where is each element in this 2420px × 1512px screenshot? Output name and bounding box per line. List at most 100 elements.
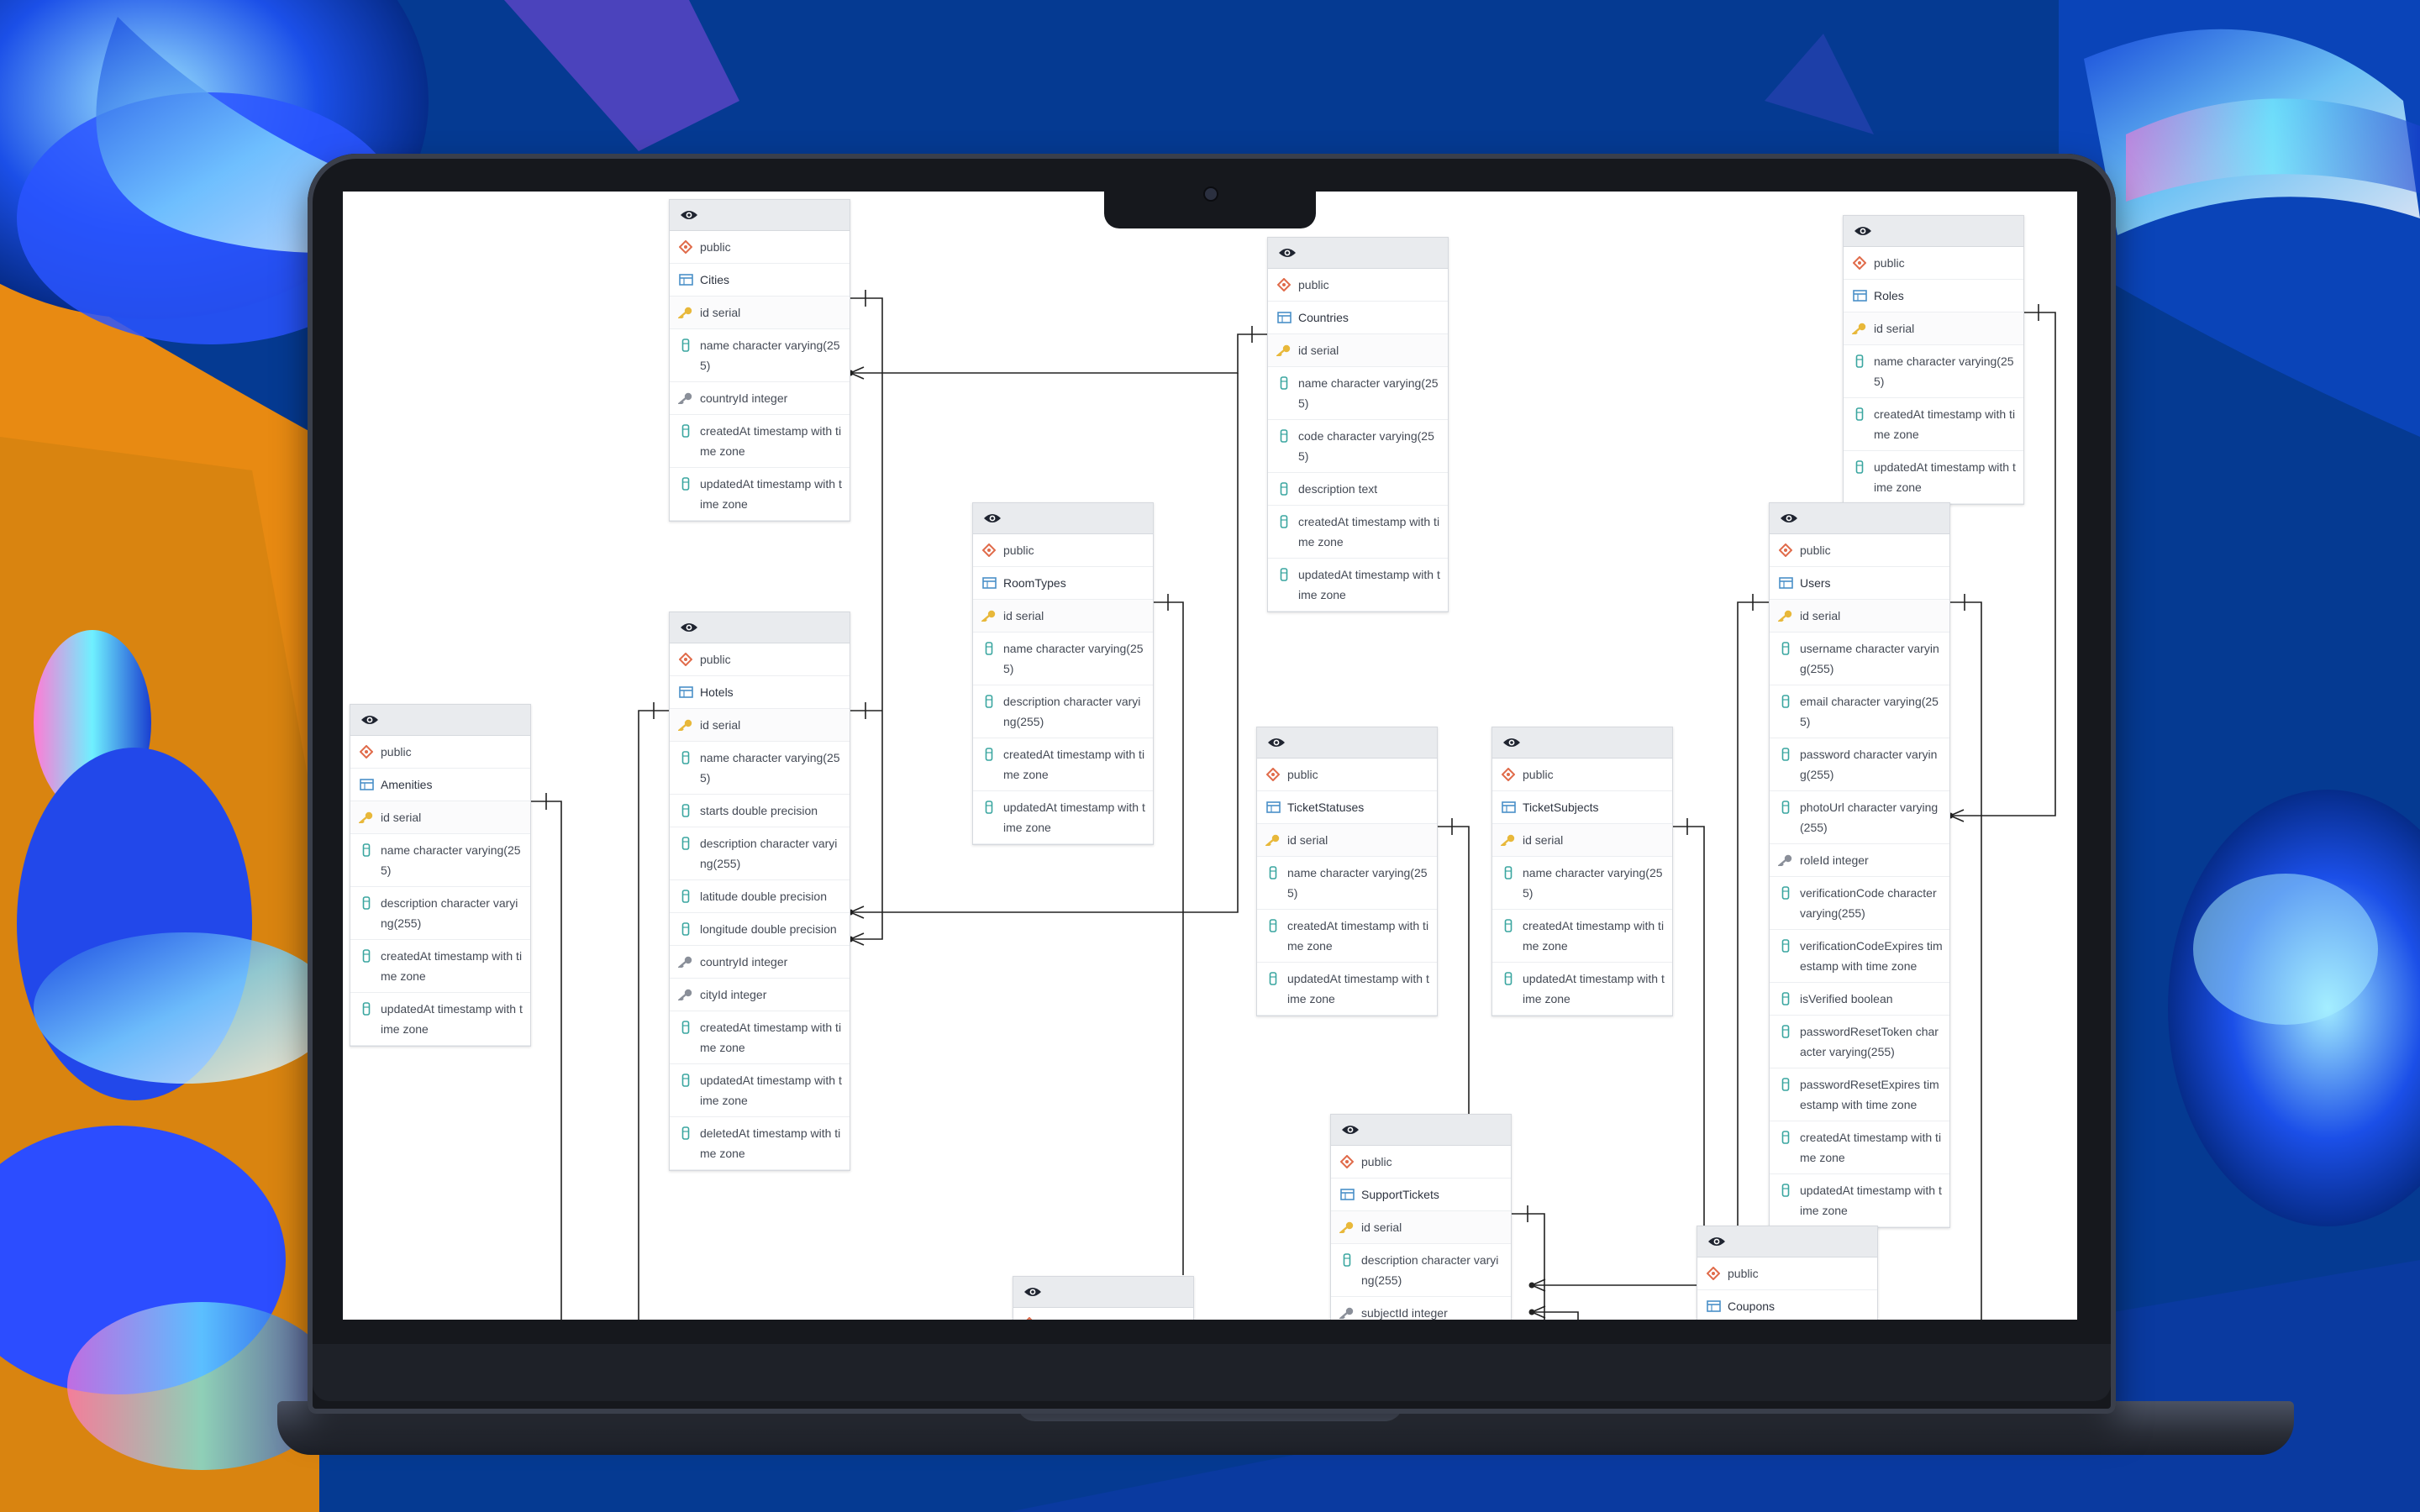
- schema-row[interactable]: public: [1770, 534, 1949, 567]
- column-row[interactable]: updatedAt timestamp with time zone: [1257, 963, 1437, 1016]
- column-row[interactable]: updatedAt timestamp with time zone: [1492, 963, 1672, 1016]
- eye-icon[interactable]: [1780, 512, 1798, 524]
- column-row[interactable]: name character varying(255): [973, 633, 1153, 685]
- column-row[interactable]: name character varying(255): [670, 742, 850, 795]
- column-row[interactable]: id serial: [1331, 1211, 1511, 1244]
- column-row[interactable]: countryId integer: [670, 382, 850, 415]
- eye-icon[interactable]: [1023, 1286, 1042, 1298]
- schema-row[interactable]: public: [1697, 1257, 1877, 1290]
- table-name-row[interactable]: TicketSubjects: [1492, 791, 1672, 824]
- column-row[interactable]: updatedAt timestamp with time zone: [1268, 559, 1448, 612]
- column-row[interactable]: username character varying(255): [1770, 633, 1949, 685]
- column-row[interactable]: name character varying(255): [670, 329, 850, 382]
- column-row[interactable]: createdAt timestamp with time zone: [670, 415, 850, 468]
- schema-row[interactable]: public: [350, 736, 530, 769]
- table-name-row[interactable]: RoomTypes: [973, 567, 1153, 600]
- column-row[interactable]: id serial: [1492, 824, 1672, 857]
- column-row[interactable]: id serial: [1844, 312, 2023, 345]
- column-row[interactable]: countryId integer: [670, 946, 850, 979]
- column-row[interactable]: name character varying(255): [350, 834, 530, 887]
- table-header[interactable]: [1268, 238, 1448, 269]
- table-name-row[interactable]: SupportTickets: [1331, 1179, 1511, 1211]
- column-row[interactable]: id serial: [1268, 334, 1448, 367]
- column-row[interactable]: createdAt timestamp with time zone: [1268, 506, 1448, 559]
- column-row[interactable]: passwordResetToken character varying(255…: [1770, 1016, 1949, 1068]
- schema-row[interactable]: public: [1268, 269, 1448, 302]
- column-row[interactable]: id serial: [1770, 600, 1949, 633]
- column-row[interactable]: name character varying(255): [1492, 857, 1672, 910]
- schema-row[interactable]: public: [670, 231, 850, 264]
- column-row[interactable]: createdAt timestamp with time zone: [670, 1011, 850, 1064]
- column-row[interactable]: id serial: [670, 709, 850, 742]
- column-row[interactable]: latitude double precision: [670, 880, 850, 913]
- table-header[interactable]: [1844, 216, 2023, 247]
- column-row[interactable]: verificationCodeExpires timestamp with t…: [1770, 930, 1949, 983]
- schema-row[interactable]: public: [1013, 1308, 1193, 1320]
- table-header[interactable]: [350, 705, 530, 736]
- eye-icon[interactable]: [680, 209, 698, 221]
- column-row[interactable]: createdAt timestamp with time zone: [1770, 1121, 1949, 1174]
- table-header[interactable]: [1331, 1115, 1511, 1146]
- column-row[interactable]: createdAt timestamp with time zone: [973, 738, 1153, 791]
- column-row[interactable]: id serial: [670, 297, 850, 329]
- column-row[interactable]: subjectId integer: [1331, 1297, 1511, 1320]
- eye-icon[interactable]: [680, 622, 698, 633]
- table-name-row[interactable]: Amenities: [350, 769, 530, 801]
- table-header[interactable]: [670, 200, 850, 231]
- column-row[interactable]: updatedAt timestamp with time zone: [350, 993, 530, 1046]
- column-row[interactable]: id serial: [350, 801, 530, 834]
- column-row[interactable]: isVerified boolean: [1770, 983, 1949, 1016]
- column-row[interactable]: updatedAt timestamp with time zone: [1844, 451, 2023, 504]
- column-row[interactable]: photoUrl character varying(255): [1770, 791, 1949, 844]
- table-header[interactable]: [1013, 1277, 1193, 1308]
- schema-row[interactable]: public: [1844, 247, 2023, 280]
- column-row[interactable]: description character varying(255): [350, 887, 530, 940]
- column-row[interactable]: passwordResetExpires timestamp with time…: [1770, 1068, 1949, 1121]
- schema-row[interactable]: public: [1331, 1146, 1511, 1179]
- column-row[interactable]: updatedAt timestamp with time zone: [670, 468, 850, 521]
- column-row[interactable]: name character varying(255): [1268, 367, 1448, 420]
- schema-row[interactable]: public: [1492, 759, 1672, 791]
- column-row[interactable]: longitude double precision: [670, 913, 850, 946]
- table-header[interactable]: [1492, 727, 1672, 759]
- column-row[interactable]: description text: [1268, 473, 1448, 506]
- column-row[interactable]: cityId integer: [670, 979, 850, 1011]
- table-name-row[interactable]: TicketStatuses: [1257, 791, 1437, 824]
- column-row[interactable]: updatedAt timestamp with time zone: [670, 1064, 850, 1117]
- schema-row[interactable]: public: [973, 534, 1153, 567]
- column-row[interactable]: createdAt timestamp with time zone: [1844, 398, 2023, 451]
- eye-icon[interactable]: [1267, 737, 1286, 748]
- column-row[interactable]: description character varying(255): [973, 685, 1153, 738]
- column-row[interactable]: id serial: [1257, 824, 1437, 857]
- column-row[interactable]: createdAt timestamp with time zone: [350, 940, 530, 993]
- eye-icon[interactable]: [1502, 737, 1521, 748]
- eye-icon[interactable]: [1854, 225, 1872, 237]
- column-row[interactable]: verificationCode character varying(255): [1770, 877, 1949, 930]
- eye-icon[interactable]: [1707, 1236, 1726, 1247]
- table-table[interactable]: public: [1013, 1276, 1194, 1320]
- table-header[interactable]: [1257, 727, 1437, 759]
- column-row[interactable]: name character varying(255): [1844, 345, 2023, 398]
- eye-icon[interactable]: [983, 512, 1002, 524]
- eye-icon[interactable]: [360, 714, 379, 726]
- table-name-row[interactable]: Hotels: [670, 676, 850, 709]
- table-header[interactable]: [670, 612, 850, 643]
- column-row[interactable]: createdAt timestamp with time zone: [1492, 910, 1672, 963]
- table-header[interactable]: [973, 503, 1153, 534]
- column-row[interactable]: email character varying(255): [1770, 685, 1949, 738]
- column-row[interactable]: description character varying(255): [670, 827, 850, 880]
- column-row[interactable]: password character varying(255): [1770, 738, 1949, 791]
- eye-icon[interactable]: [1341, 1124, 1360, 1136]
- column-row[interactable]: roleId integer: [1770, 844, 1949, 877]
- column-row[interactable]: code character varying(255): [1268, 420, 1448, 473]
- column-row[interactable]: description character varying(255): [1331, 1244, 1511, 1297]
- column-row[interactable]: updatedAt timestamp with time zone: [1770, 1174, 1949, 1227]
